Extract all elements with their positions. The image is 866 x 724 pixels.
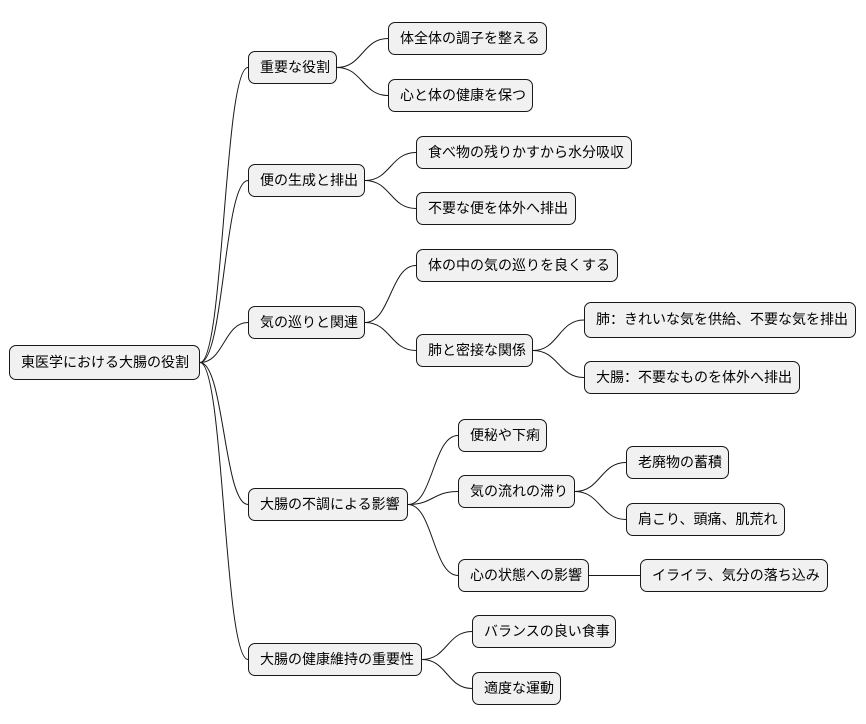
connector-line [199, 362, 249, 505]
leaf-stiffness-headache-skin: 肩こり、頭痛、肌荒れ [626, 503, 785, 536]
connector-line [336, 38, 389, 68]
connector-line [407, 504, 459, 576]
connector-line [407, 491, 459, 505]
connector-line [199, 362, 249, 660]
branch-important-role: 重要な役割 [248, 51, 337, 84]
leaf-colon-role: 大腸：不要なものを体外へ排出 [584, 361, 800, 394]
leaf-water-absorption: 食べ物の残りかすから水分吸収 [416, 136, 632, 169]
branch-disorder-effects: 大腸の不調による影響 [248, 488, 408, 521]
connector-line [199, 67, 249, 363]
leaf-excrete-stool: 不要な便を体外へ排出 [416, 192, 576, 225]
leaf-waste-buildup: 老廃物の蓄積 [626, 446, 729, 479]
connector-line [532, 319, 585, 351]
connector-line [199, 322, 249, 363]
branch-maintain-health: 大腸の健康維持の重要性 [248, 643, 422, 676]
leaf-keep-health: 心と体の健康を保つ [388, 79, 533, 112]
leaf-lung-role: 肺：きれいな気を供給、不要な気を排出 [584, 302, 856, 338]
connector-line [336, 67, 389, 96]
connector-line [421, 631, 473, 660]
connector-line [407, 435, 459, 505]
connector-line [574, 462, 627, 492]
node-lung-relation: 肺と密接な関係 [416, 334, 533, 367]
node-mental-effects: 心の状態への影響 [458, 559, 589, 592]
connector-line [364, 152, 417, 181]
leaf-irritation-depression: イライラ、気分の落ち込み [640, 559, 828, 592]
connector-line [364, 265, 417, 323]
connector-line [532, 350, 585, 378]
root-node: 東医学における大腸の役割 [9, 345, 200, 380]
leaf-balanced-diet: バランスの良い食事 [472, 615, 616, 648]
leaf-regulate-body: 体全体の調子を整える [388, 22, 547, 55]
connector-line [199, 180, 249, 363]
branch-stool-production: 便の生成と排出 [248, 164, 365, 197]
branch-qi-flow: 気の巡りと関連 [248, 306, 365, 339]
node-qi-stagnation: 気の流れの滞り [458, 475, 575, 508]
connector-line [574, 491, 627, 520]
connector-line [364, 180, 417, 209]
connector-line [364, 322, 417, 351]
leaf-constipation-diarrhea: 便秘や下痢 [458, 419, 547, 452]
connector-line [421, 659, 473, 689]
leaf-improve-qi: 体の中の気の巡りを良くする [416, 249, 618, 282]
leaf-moderate-exercise: 適度な運動 [472, 672, 561, 705]
